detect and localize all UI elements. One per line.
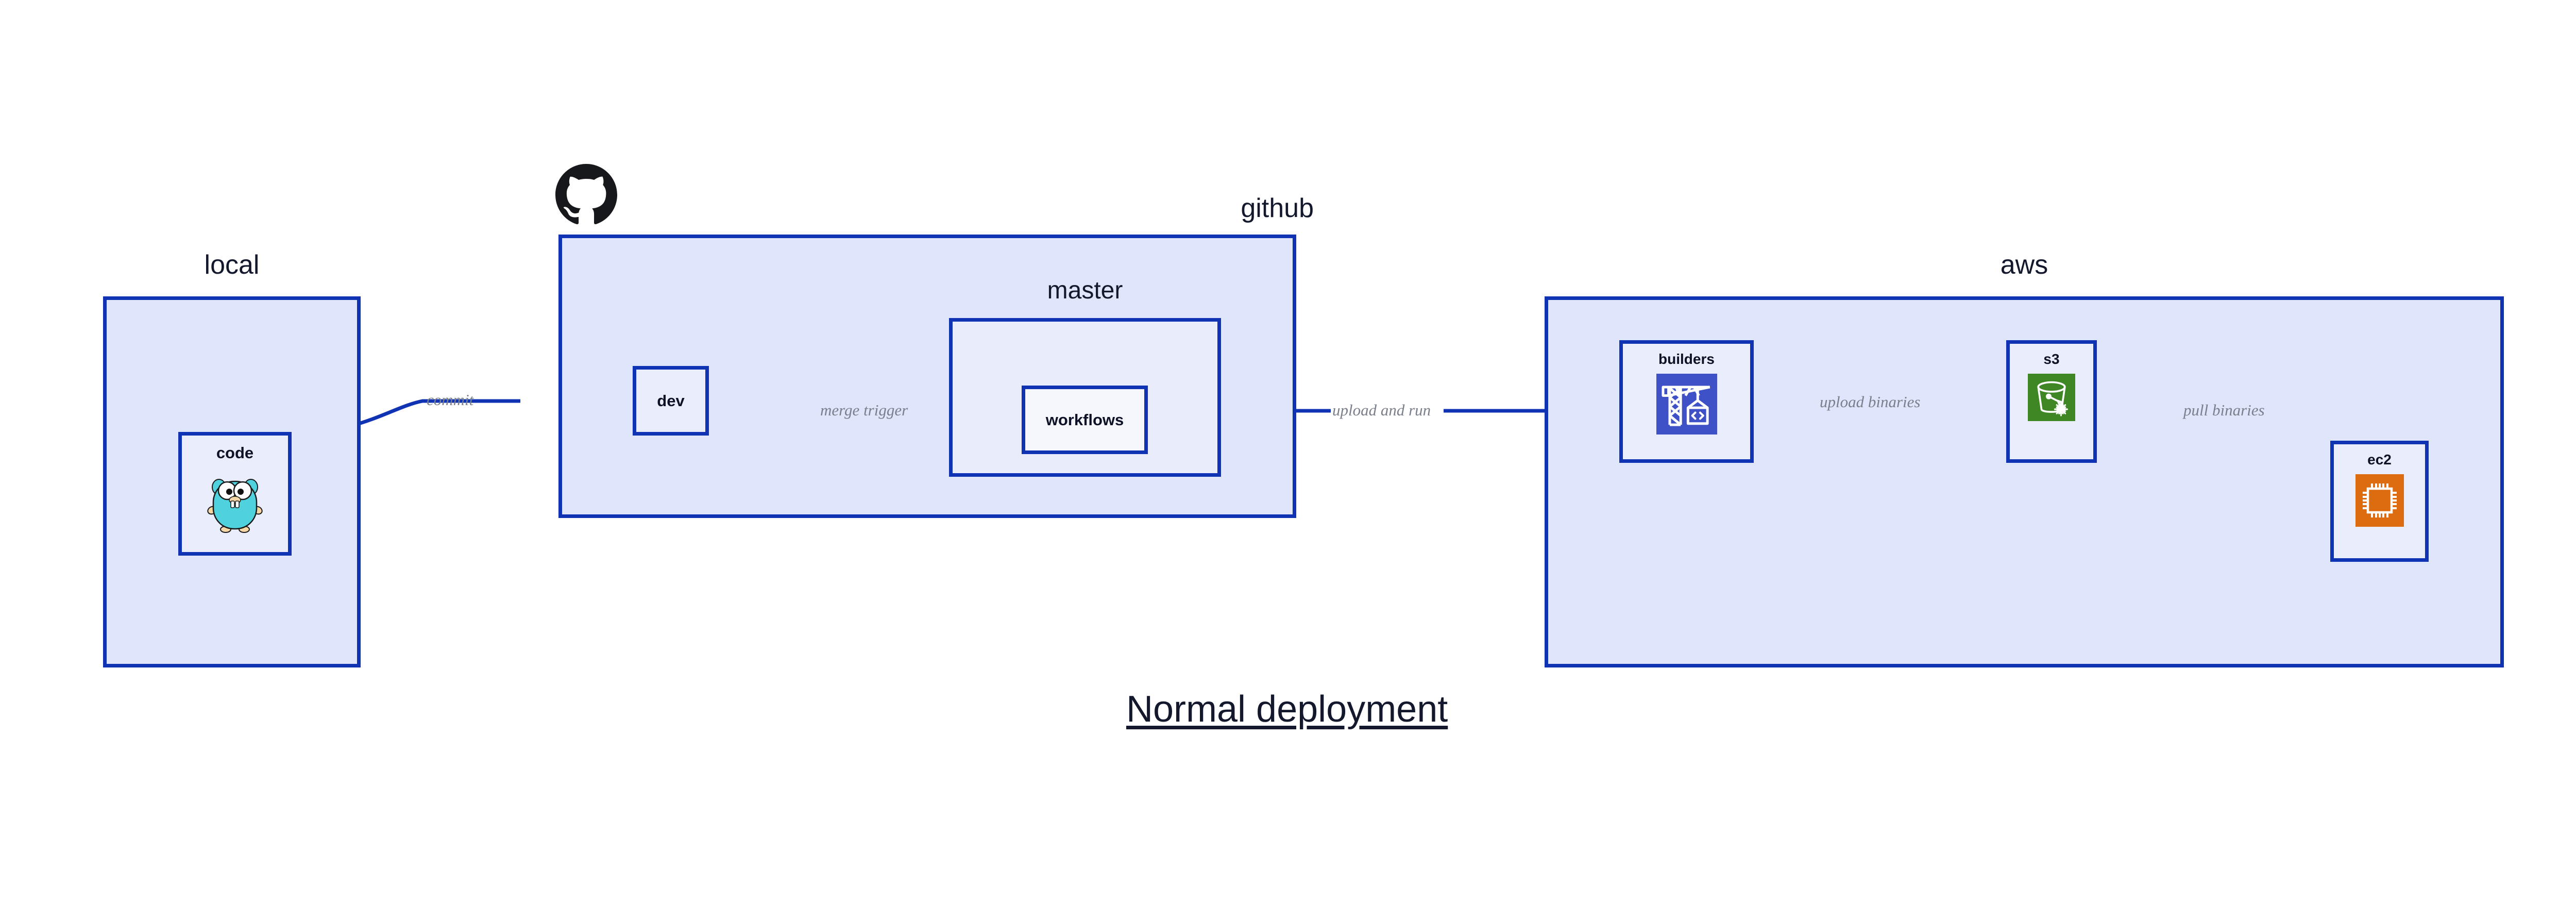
node-label-workflows: workflows [1045, 411, 1124, 429]
node-code[interactable]: code [178, 432, 292, 556]
aws-ec2-icon [2355, 474, 2404, 529]
node-s3[interactable]: s3 [2006, 340, 2097, 463]
node-label-dev: dev [657, 392, 685, 410]
group-label-master: master [1047, 277, 1123, 304]
node-ec2[interactable]: ec2 [2330, 441, 2429, 562]
group-label-local: local [204, 250, 260, 280]
aws-codebuild-icon [1656, 374, 1717, 437]
node-builders[interactable]: builders [1619, 340, 1754, 463]
node-workflows[interactable]: workflows [1022, 386, 1148, 454]
node-label-code: code [216, 444, 254, 462]
edge-label-commit: commit [427, 391, 474, 409]
edge-label-pull-binaries: pull binaries [2183, 401, 2265, 419]
diagram-title: Normal deployment [1126, 689, 1448, 730]
node-label-builders: builders [1658, 351, 1715, 367]
node-dev[interactable]: dev [633, 366, 709, 436]
edge-label-upload-binaries: upload binaries [1820, 393, 1921, 411]
aws-s3-glacier-icon [2028, 374, 2075, 424]
node-label-s3: s3 [2043, 351, 2060, 367]
group-label-github: github [1241, 193, 1314, 223]
go-gopher-icon [206, 470, 264, 536]
edge-label-merge-trigger: merge trigger [820, 401, 908, 419]
github-logo [555, 164, 617, 228]
edge-label-upload-and-run: upload and run [1332, 401, 1431, 419]
node-label-ec2: ec2 [2367, 452, 2392, 467]
group-label-aws: aws [2000, 250, 2048, 280]
